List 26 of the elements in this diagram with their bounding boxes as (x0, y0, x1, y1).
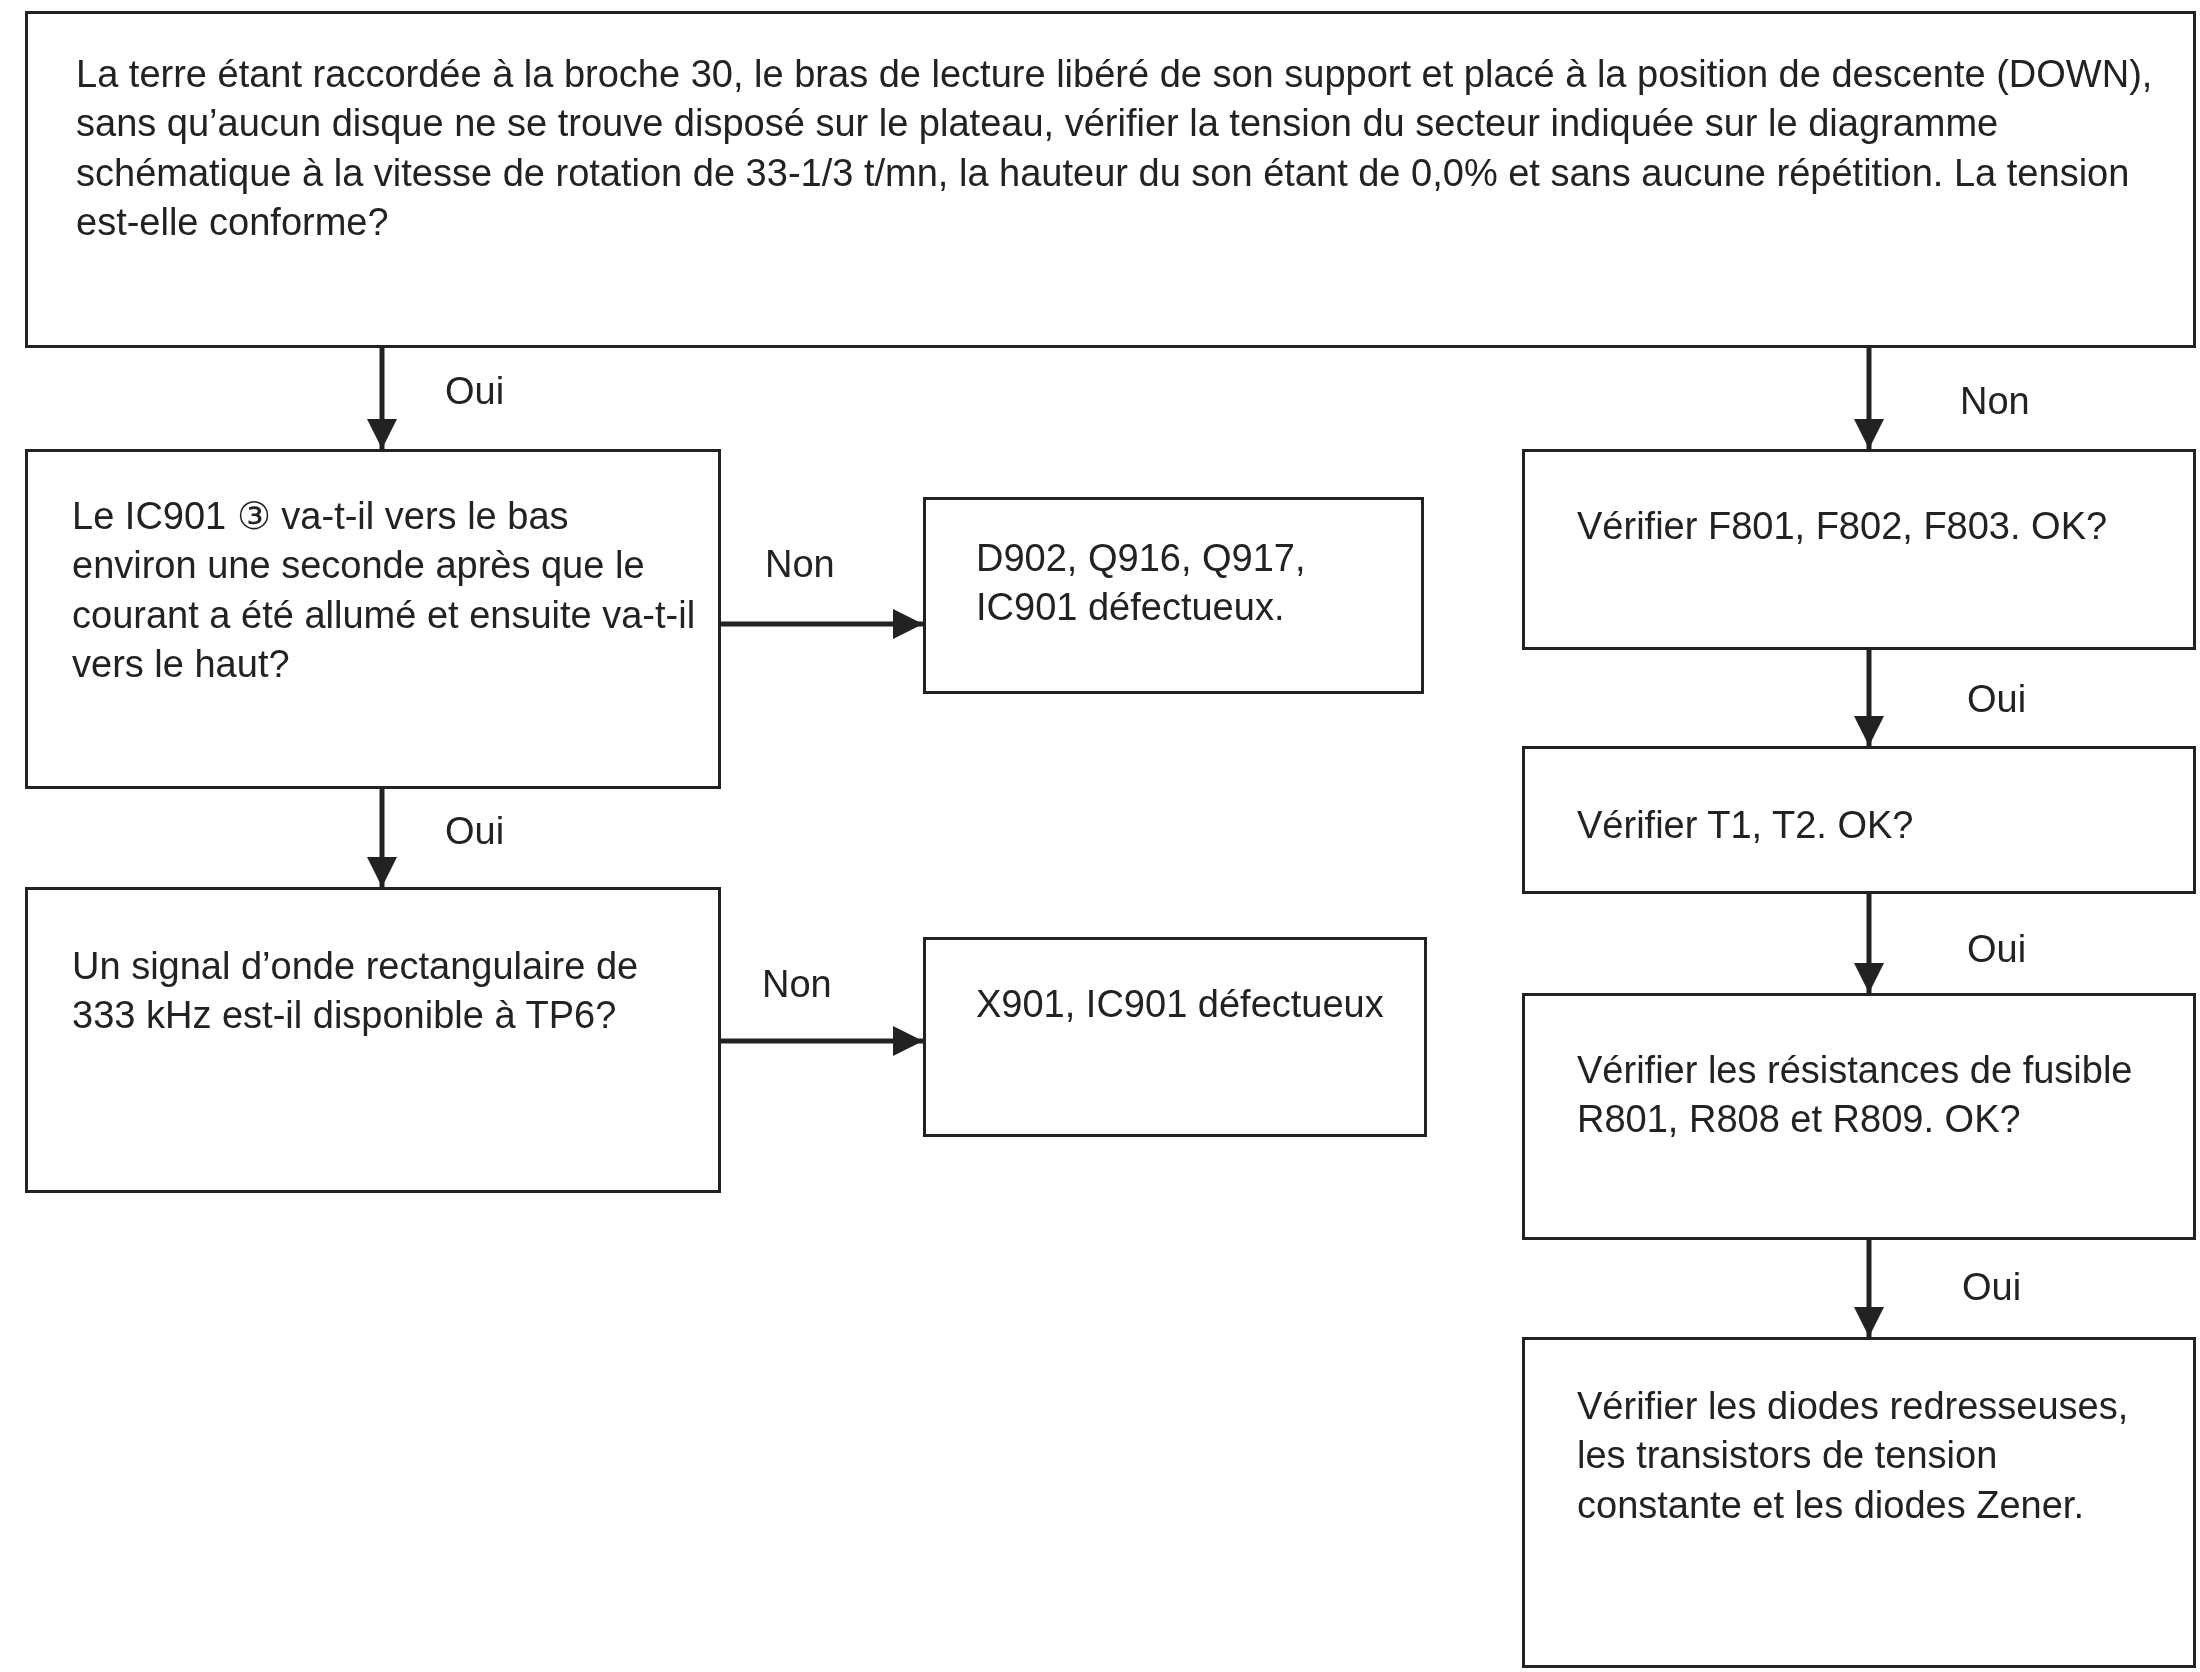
arrow (367, 789, 397, 887)
box-text: X901, IC901 défectueux (976, 982, 1385, 1027)
process-box (25, 11, 2196, 348)
process-box (25, 449, 721, 789)
box-text: D902, Q916, Q917, IC901 défectueux. (976, 536, 1307, 631)
box-text: Vérifier F801, F802, F803. OK? (1577, 504, 2109, 549)
arrow (367, 348, 397, 449)
process-box (923, 497, 1424, 694)
arrow (1854, 650, 1884, 746)
box-text: Vérifier T1, T2. OK? (1577, 803, 1915, 848)
box-text: Vérifier les diodes redresseuses, les transistors de tension constante et les diodes Zener. (1577, 1384, 2130, 1528)
box-text: Un signal d’onde rectangulaire de 333 kHz est-il disponible à TP6? (72, 944, 640, 1039)
arrow (721, 1026, 923, 1056)
arrow (1854, 894, 1884, 993)
process-box (1522, 1337, 2196, 1668)
arrow (1854, 1240, 1884, 1337)
process-box (25, 887, 721, 1193)
box-text: La terre étant raccordée à la broche 30, le bras de lecture libéré de son support et placé à la position de descente (DOWN), sans qu’aucun disque ne se trouve disposé sur le plateau, vérifier la tension du secteur indiquée sur le diagramme schématique à la vitesse de rotation de 33-1/3 t/mn, la hauteur du son étant de 0,0% et sans aucune répétition. La tension est-elle conforme? (76, 52, 2153, 246)
arrow (721, 609, 923, 639)
process-box (923, 937, 1427, 1137)
process-box (1522, 993, 2196, 1240)
box-text: Vérifier les résistances de fusible R801, R808 et R809. OK? (1577, 1048, 2134, 1143)
process-box (1522, 746, 2196, 894)
box-text: Le IC901 ③ va-t-il vers le bas environ une seconde après que le courant a été allumé et ensuite va-t-il vers le haut? (72, 494, 697, 688)
process-box (1522, 449, 2196, 650)
arrow (1854, 348, 1884, 449)
